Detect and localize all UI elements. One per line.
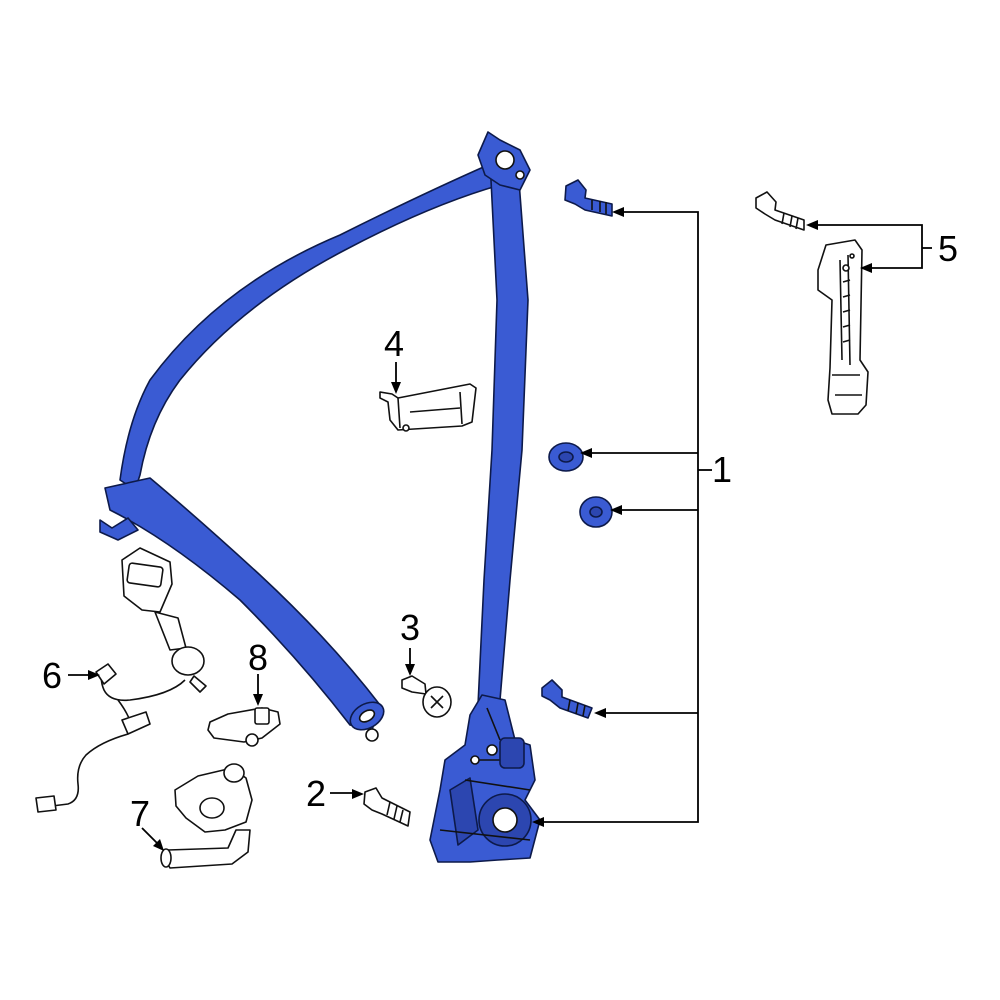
callout-8: 8 — [248, 637, 268, 678]
seat-belt-retractor — [429, 694, 541, 863]
bolt-part-2 — [363, 787, 411, 827]
leader-lines — [68, 207, 932, 851]
callout-labels: 1 2 3 4 5 6 7 8 — [42, 228, 958, 834]
buckle-part-6 — [35, 547, 207, 813]
callout-6: 6 — [42, 655, 62, 696]
screw-part-3 — [401, 675, 452, 718]
callout-5: 5 — [938, 228, 958, 269]
anchor-washer-upper — [548, 442, 584, 472]
anchor-washer-lower — [579, 496, 613, 528]
callout-2: 2 — [306, 773, 326, 814]
anchor-bolt-upper — [564, 179, 613, 217]
callout-3: 3 — [400, 607, 420, 648]
clip-part-8 — [207, 707, 281, 747]
height-adjuster-part-5 — [817, 239, 869, 415]
callout-4: 4 — [384, 323, 404, 364]
seat-belt-webbing — [99, 131, 531, 742]
cover-part-4 — [379, 383, 477, 432]
anchor-bolt-lower — [541, 679, 593, 719]
callout-7: 7 — [130, 793, 150, 834]
callout-1: 1 — [712, 449, 732, 490]
bolt-part-5 — [755, 191, 805, 231]
bracket-part-7 — [160, 763, 253, 869]
